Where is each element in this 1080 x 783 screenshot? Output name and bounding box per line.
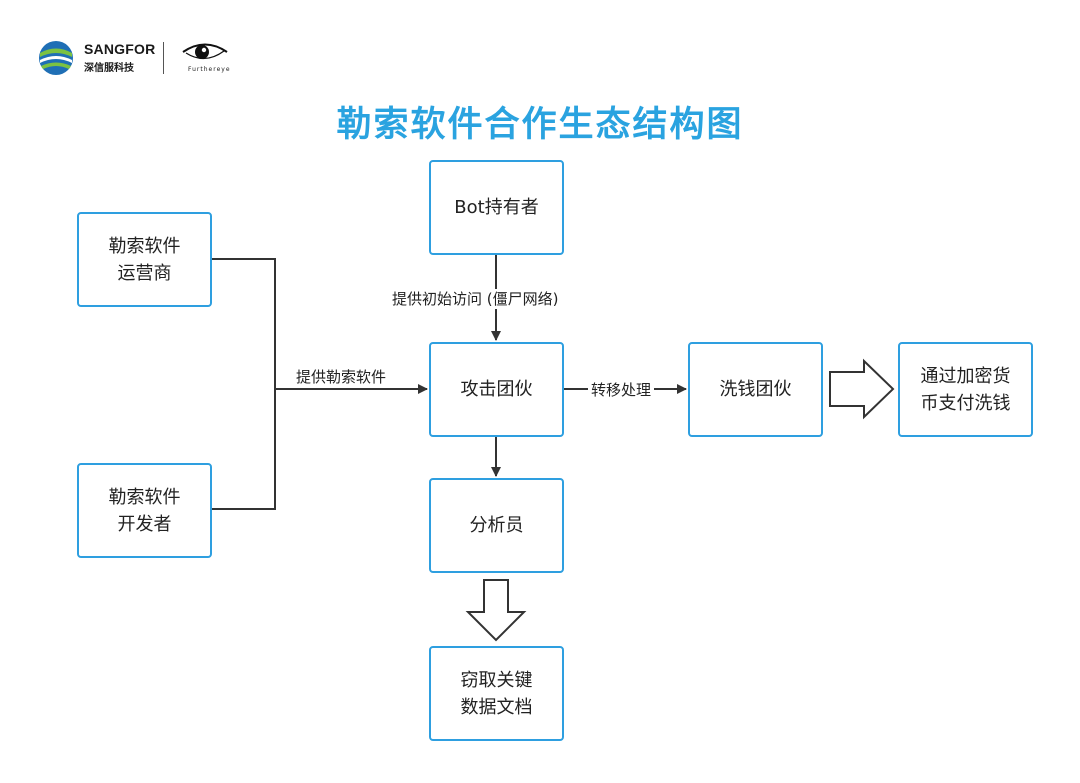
edge-label-transfer: 转移处理 [588,380,655,400]
node-steal-data: 窃取关键 数据文档 [429,646,564,741]
diagram-title: 勒索软件合作生态结构图 [336,105,744,145]
node-ransomware-operator: 勒索软件 运营商 [77,212,212,307]
node-crypto-payment: 通过加密货 币支付洗钱 [898,342,1033,437]
brand-subtitle: 深信服科技 [84,63,134,74]
edge-label-initial-access: 提供初始访问 (僵尸网络) [392,289,559,309]
node-bot-holder: Bot持有者 [429,160,564,255]
node-analyst: 分析员 [429,478,564,573]
edge-label-provide-ransomware: 提供勒索软件 [296,367,387,387]
partner-subtitle: Furthereye [188,66,231,73]
sangfor-logo-icon [39,41,73,75]
logo-divider [163,42,164,74]
eye-logo-icon [182,43,228,60]
connector-developer [211,389,276,510]
hollow-arrow-down [465,579,527,642]
brand-name: SANGFOR [84,41,156,57]
connector-operator [211,258,276,389]
hollow-arrow-right [829,358,895,420]
node-attack-group: 攻击团伙 [429,342,564,437]
node-laundering-group: 洗钱团伙 [688,342,823,437]
node-ransomware-developer: 勒索软件 开发者 [77,463,212,558]
